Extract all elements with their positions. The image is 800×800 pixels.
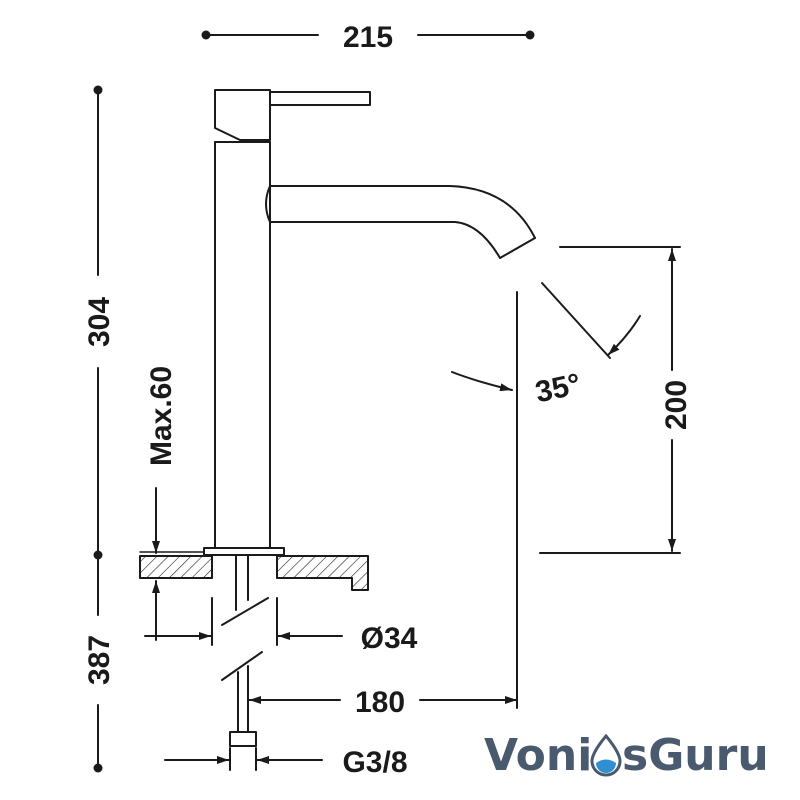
label-max60: Max.60: [145, 366, 178, 466]
brand-text-part1: Voni: [484, 730, 592, 781]
dimension-diameter: [144, 597, 343, 646]
label-connection: G3/8: [342, 746, 407, 779]
dimension-200: [539, 246, 681, 554]
dimension-304-387: [93, 85, 103, 773]
dimension-angle: [451, 282, 641, 392]
label-304: 304: [83, 297, 116, 347]
label-diameter: Ø34: [361, 622, 418, 655]
label-180: 180: [355, 686, 405, 719]
dimension-connection: [164, 747, 323, 771]
countertop-section: [139, 555, 369, 591]
dimension-max60: [139, 487, 205, 641]
brand-logo: Voni sGuru: [484, 730, 769, 781]
label-387: 387: [83, 635, 116, 685]
label-200: 200: [660, 380, 693, 430]
dimension-215: [201, 30, 535, 40]
water-drop-icon: [590, 733, 622, 777]
label-215: 215: [343, 21, 393, 54]
label-35-degrees: 35°: [532, 368, 583, 410]
brand-text-part2: sGuru: [622, 730, 769, 781]
faucet-body: [203, 89, 536, 556]
supply-stem: [221, 555, 269, 747]
